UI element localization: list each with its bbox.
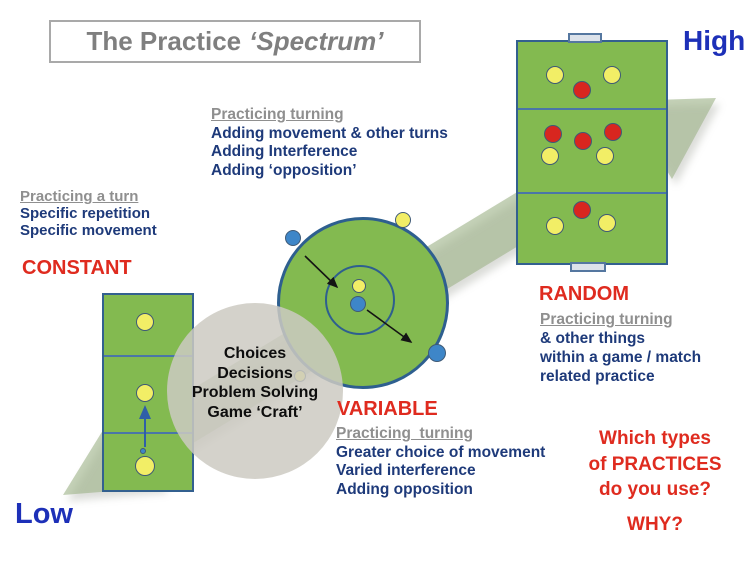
title-emphasis: ‘Spectrum’ (249, 26, 384, 56)
bubble-line: Choices (223, 345, 287, 362)
high-label: High (683, 25, 746, 56)
variable-line: Adding opposition (336, 480, 473, 498)
question-line: Which types (599, 428, 711, 449)
low-label: Low (15, 498, 73, 530)
constant-heading: Practicing a turn (20, 188, 139, 205)
goal-top (568, 33, 602, 43)
bubble-line: Problem Solving (191, 384, 319, 401)
pitch-third-line (518, 192, 666, 194)
random-heading: Practicing turning (540, 311, 673, 328)
turning-heading: Practicing turning (211, 106, 344, 123)
random-pitch (516, 33, 668, 272)
variable-category-label: VARIABLE (337, 398, 438, 420)
goal-bottom (570, 262, 606, 272)
random-line: related practice (540, 368, 655, 385)
random-line: & other things (540, 330, 646, 347)
why-label: WHY? (627, 513, 683, 535)
turning-text-block: Practicing turning Adding movement & oth… (211, 106, 448, 180)
title-box: The Practice ‘Spectrum’ (49, 20, 421, 63)
turning-line: Adding movement & other turns (211, 124, 448, 142)
constant-category-label: CONSTANT (22, 257, 132, 279)
variable-line: Greater choice of movement (336, 443, 546, 461)
variable-text-block: Practicing turning Greater choice of mov… (336, 425, 545, 499)
bubble-text: Choices Decisions Problem Solving Game ‘… (167, 303, 343, 422)
bubble-line: Decisions (217, 364, 293, 382)
turning-line: Adding Interference (211, 143, 358, 160)
question-line: of PRACTICES (588, 453, 722, 475)
random-category-label: RANDOM (539, 283, 629, 305)
variable-line: Varied interference (336, 462, 476, 479)
constant-line: Specific repetition (20, 205, 151, 222)
question-block: Which types of PRACTICES do you use? WHY… (580, 426, 730, 537)
title-text: The Practice (86, 26, 242, 56)
variable_circle-blue-player-dot (285, 230, 301, 246)
question-line: do you use? (599, 479, 711, 500)
pitch-third-line (518, 108, 666, 110)
game-craft-bubble: Choices Decisions Problem Solving Game ‘… (167, 303, 343, 479)
turning-line: Adding ‘opposition’ (211, 161, 357, 179)
random-text-block: Practicing turning & other things within… (540, 310, 701, 386)
constant-text-block: Practicing a turn Specific repetition Sp… (20, 188, 157, 239)
variable-heading: Practicing turning (336, 425, 473, 442)
random-line: within a game / match (540, 349, 702, 366)
bubble-line: Game ‘Craft’ (207, 403, 303, 421)
constant-line: Specific movement (20, 222, 157, 239)
